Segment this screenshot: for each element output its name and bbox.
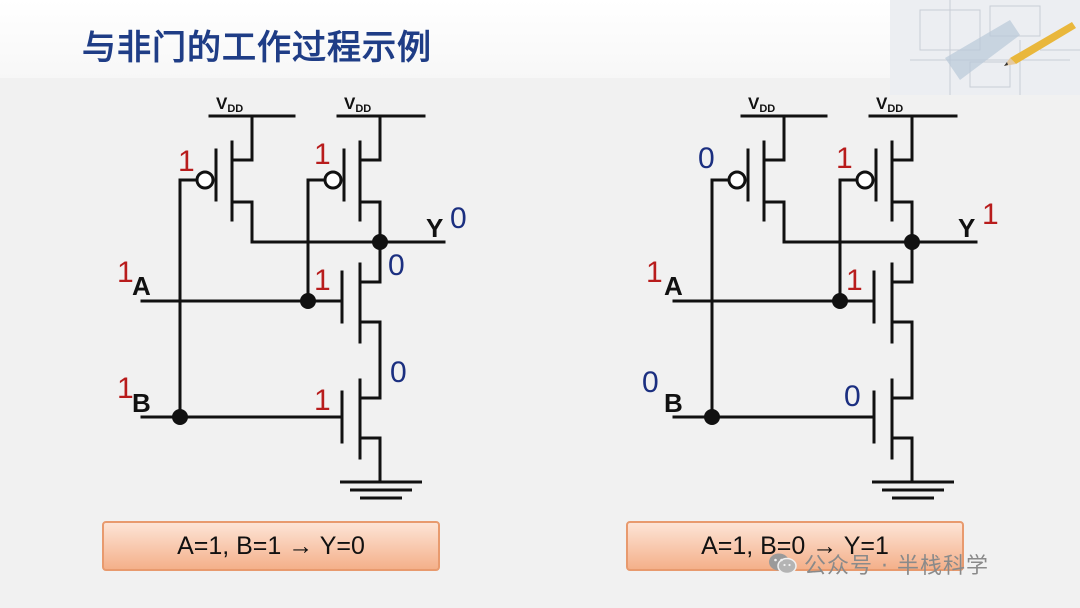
vdd-label: VDD (216, 94, 243, 115)
nmos-top-gate-value: 1 (846, 264, 863, 297)
wechat-icon (769, 553, 797, 575)
pmos-right-gate-value: 1 (836, 142, 853, 175)
input-a-label: A (132, 271, 151, 301)
pmos-left-gate-value: 0 (698, 142, 715, 175)
vdd-label: VDD (748, 94, 775, 115)
input-b-wiring-right (672, 178, 876, 425)
input-b-label: B (132, 388, 151, 418)
output-wiring-left (250, 234, 446, 250)
output-y-value: 1 (982, 198, 999, 231)
vdd-label: VDD (344, 94, 371, 115)
drafting-decoration (890, 0, 1080, 95)
result-box-left: A=1, B=1 → Y=0 (102, 521, 440, 571)
input-a-wiring-right (672, 178, 876, 309)
output-y-label: Y (426, 213, 443, 243)
input-b-wiring-left (140, 178, 344, 425)
input-b-value: 1 (117, 372, 134, 405)
pmos-right-transistor (838, 114, 914, 244)
vdd-rail-right: VDD VDD (740, 94, 958, 118)
output-y-label: Y (958, 213, 975, 243)
input-a-value: 1 (117, 256, 134, 289)
nmos-bottom-transistor (872, 376, 914, 484)
circuit-right: VDD VDD (642, 94, 999, 500)
nmos-top-gate-value: 1 (314, 264, 331, 297)
input-a-label: A (664, 271, 683, 301)
output-wiring-right (782, 234, 978, 250)
ground-symbol-left (340, 480, 422, 500)
output-node-value: 0 (388, 249, 405, 282)
pmos-left-transistor (710, 114, 786, 243)
circuit-left: VDD VDD (117, 94, 467, 500)
watermark: 公众号 · 半栈科学 (768, 548, 989, 580)
output-y-value: 0 (450, 202, 467, 235)
nmos-top-transistor (872, 240, 914, 380)
pencil-icon (1004, 22, 1076, 66)
pmos-left-gate-value: 1 (178, 145, 195, 178)
ground-symbol-right (872, 480, 954, 500)
nmos-top-transistor (340, 240, 382, 380)
input-a-value: 1 (646, 256, 663, 289)
pmos-left-transistor (178, 114, 254, 243)
vdd-rail-left: VDD VDD (208, 94, 426, 118)
pmos-right-gate-value: 1 (314, 138, 331, 171)
page-title: 与非门的工作过程示例 (82, 28, 432, 68)
nmos-bottom-transistor (340, 376, 382, 484)
input-b-label: B (664, 388, 683, 418)
pmos-right-transistor (306, 114, 382, 244)
vdd-label: VDD (876, 94, 903, 115)
input-a-wiring-left (140, 178, 344, 309)
nmos-bottom-gate-value: 1 (314, 384, 331, 417)
middle-node-value: 0 (390, 356, 407, 389)
input-b-value: 0 (642, 366, 659, 399)
nmos-bottom-gate-value: 0 (844, 380, 861, 413)
watermark-text: 公众号 · 半栈科学 (804, 554, 989, 579)
